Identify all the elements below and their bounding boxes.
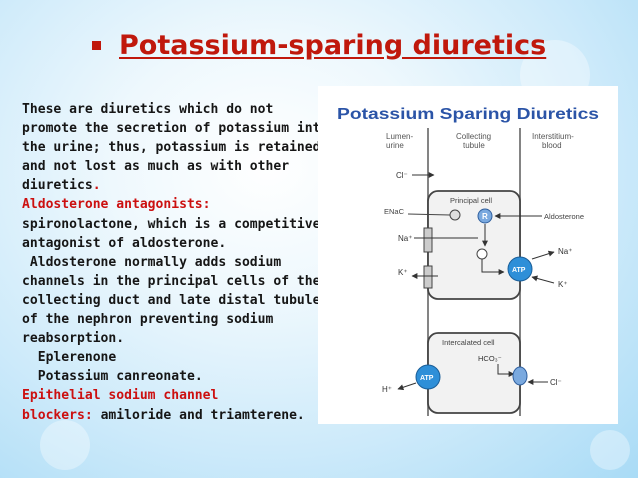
lumen-urine-label-2: urine [386, 141, 404, 150]
atp-pump-principal-icon [507, 256, 533, 282]
chloride-exchanger-icon [512, 366, 528, 386]
interstitium-blood-label: Interstitium- [532, 132, 574, 141]
lumen-urine-label: Lumen- [386, 132, 413, 141]
enac-blockers-heading-line2: blockers: [22, 407, 93, 423]
bicarbonate-label: HCO₃⁻ [478, 354, 502, 363]
aldosterone-label: Aldosterone [544, 212, 584, 221]
aldosterone-drug-text: spironolactone, which is a competitive a… [22, 216, 321, 251]
atp-principal-label: ATP [512, 267, 526, 274]
atp-pump-intercalated-icon [415, 364, 441, 390]
intro-text: These are diuretics which do not promote… [22, 102, 329, 194]
enac-blockers-heading-line1: Epithelial sodium channel [22, 388, 219, 404]
atp-intercalated-label: ATP [420, 375, 434, 382]
background-bokeh [590, 430, 630, 470]
potassium-in-arrow [531, 275, 555, 284]
aldosterone-mechanism-text: Aldosterone normally adds sodium channel… [22, 254, 321, 347]
potassium-out-label: K⁺ [558, 280, 568, 289]
sodium-out-arrow [531, 250, 555, 260]
sodium-to-pump-path [481, 259, 505, 275]
sodium-out-label: Na⁺ [558, 247, 572, 256]
enac-channel-icon [449, 209, 461, 221]
slide-title-row: Potassium-sparing diuretics [92, 30, 546, 61]
potassium-channel-icon [423, 265, 433, 289]
enac-label: ENaC [384, 207, 405, 216]
square-bullet-icon [92, 41, 101, 50]
aldosterone-antagonists-heading: Aldosterone antagonists: [22, 197, 211, 213]
sodium-in-label: Na⁺ [398, 234, 412, 243]
aldosterone-receptor-icon [477, 208, 493, 224]
chloride-bottom-label: Cl⁻ [550, 378, 562, 387]
intro-period: . [92, 178, 101, 194]
principal-cell-label: Principal cell [450, 196, 492, 205]
enac-block-line [407, 213, 451, 216]
bicarbonate-path [497, 364, 515, 377]
intercalated-cell-label: Intercalated cell [442, 338, 495, 347]
background-bokeh [40, 420, 90, 470]
receptor-label: R [482, 212, 488, 221]
interstitium-blood-label-2: blood [542, 141, 562, 150]
figure-title: Potassium Sparing Diuretics [337, 106, 599, 123]
principal-cell [427, 190, 521, 300]
chloride-top-label: Cl⁻ [396, 171, 408, 180]
potassium-in-label: K⁺ [398, 268, 408, 277]
proton-arrow [397, 382, 417, 391]
gene-expression-node [476, 248, 488, 260]
proton-label: H⁺ [382, 385, 392, 394]
slide-title: Potassium-sparing diuretics [119, 30, 547, 61]
collecting-tubule-label-2: tubule [463, 141, 485, 150]
slide-body-text: These are diuretics which do not promote… [22, 100, 334, 425]
enac-blockers-drugs: amiloride and triamterene. [100, 407, 305, 423]
diagram-figure: Potassium Sparing Diuretics Lumen- urine… [318, 86, 618, 424]
drug-eplerenone: Eplerenone [37, 350, 117, 366]
collecting-tubule-label: Collecting [456, 132, 491, 141]
sodium-channel-icon [423, 227, 433, 253]
drug-potassium-canreonate: Potassium canreonate. [37, 369, 203, 385]
